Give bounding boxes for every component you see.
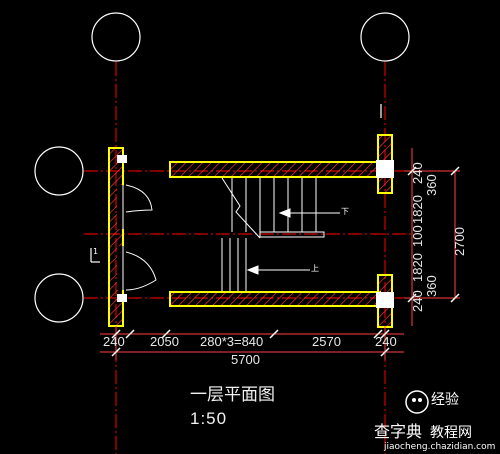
dimension-ticks [111, 166, 460, 357]
stair-label-down: 下 [341, 207, 349, 216]
dim-right-360-bottom: 360 [424, 275, 439, 297]
watermark-badge [405, 390, 429, 414]
watermark-line1: 查字典 [374, 422, 423, 441]
dim-right-360-top: 360 [424, 174, 439, 196]
axis-bubble-left-upper [34, 146, 84, 196]
drawing-title: 一层平面图 [190, 385, 275, 405]
dim-right-240-top: 240 [410, 162, 425, 184]
dim-bottom-2050: 2050 [150, 334, 179, 349]
section-mark-number: 1 [93, 247, 99, 256]
bottom-wall [169, 274, 394, 328]
top-wall [169, 134, 394, 194]
left-wall [108, 147, 127, 327]
dim-bottom-240-right: 240 [375, 334, 397, 349]
dim-right-1820-top: 1820 [410, 195, 425, 224]
dim-bottom-240-left: 240 [103, 334, 125, 349]
watermark-line2: 教程网 [430, 425, 472, 441]
axis-bubble-top-right [360, 12, 410, 62]
dim-bottom-stair-run: 280*3=840 [200, 334, 264, 349]
dim-right-240-bottom: 240 [410, 290, 425, 312]
drawing-scale: 1:50 [190, 409, 228, 428]
axis-bubble-left-lower [34, 273, 84, 323]
dim-right-100: 100 [410, 225, 425, 247]
dim-bottom-total: 5700 [231, 352, 260, 367]
axis-bubble-top-left [91, 12, 141, 62]
dim-bottom-2570: 2570 [312, 334, 341, 349]
dim-right-1820-bottom: 1820 [410, 253, 425, 282]
watermark-badge-text: 经验 [431, 392, 459, 408]
section-mark [90, 104, 382, 263]
stair-flights [221, 177, 340, 291]
dim-right-total: 2700 [452, 227, 467, 256]
dimension-lines [100, 148, 460, 360]
stair-label-up: 上 [311, 264, 319, 273]
axis-bubbles [34, 12, 410, 323]
watermark-url: jiaocheng.chazidian.com [384, 442, 496, 452]
door-swings [125, 184, 157, 291]
